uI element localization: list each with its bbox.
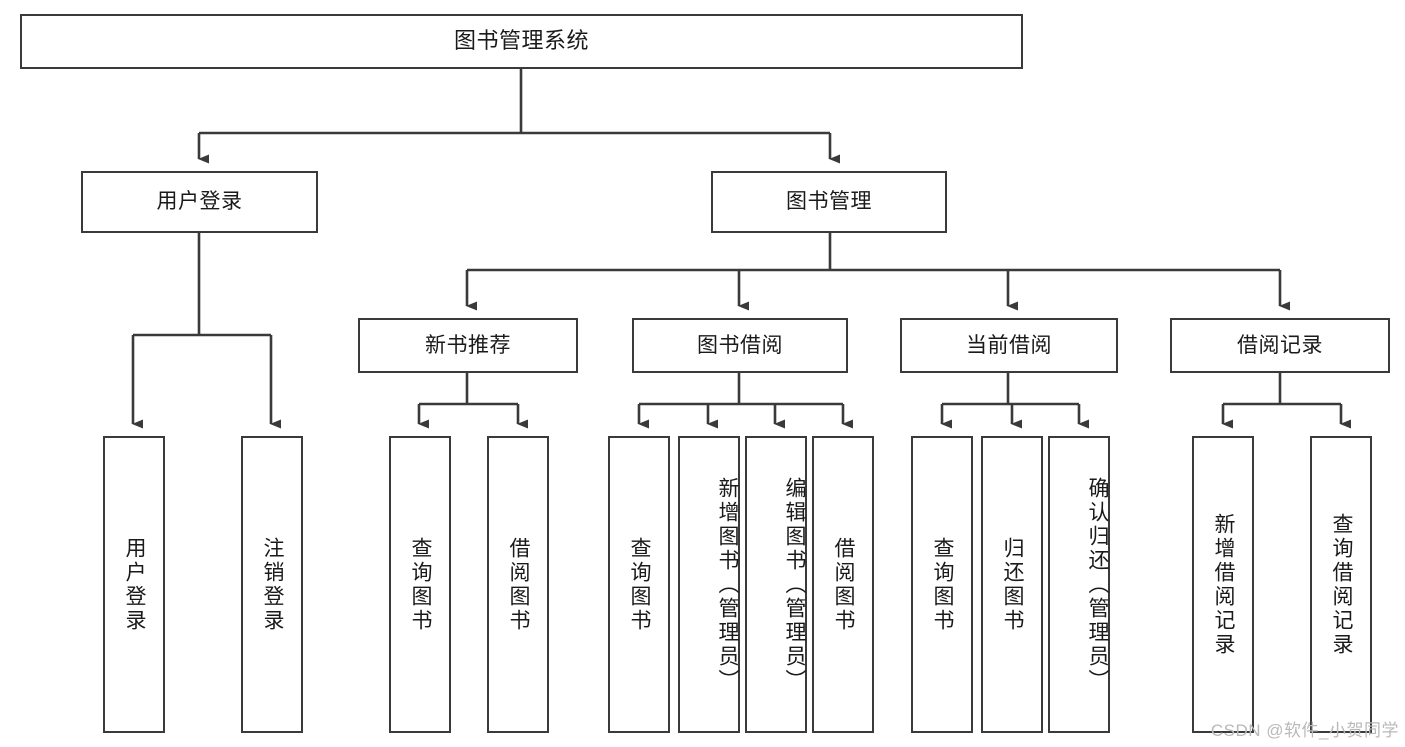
node-leaf-add-record[interactable]: 新增借阅记录 bbox=[1192, 436, 1254, 733]
node-borrow-record[interactable]: 借阅记录 bbox=[1170, 318, 1390, 373]
node-label: 图书管理系统 bbox=[453, 28, 589, 54]
node-leaf-query-book-2[interactable]: 查询图书 bbox=[608, 436, 670, 733]
node-root-book-management-system[interactable]: 图书管理系统 bbox=[20, 14, 1023, 69]
node-leaf-confirm-return[interactable]: 确认归还（管理员） bbox=[1048, 436, 1110, 733]
node-label: 查询图书 bbox=[409, 536, 433, 633]
node-new-book-rec[interactable]: 新书推荐 bbox=[358, 318, 578, 373]
node-label: 用户登录 bbox=[156, 190, 243, 214]
node-label: 借阅图书 bbox=[832, 536, 856, 633]
node-label: 新增借阅记录 bbox=[1212, 512, 1236, 657]
node-leaf-query-book-1[interactable]: 查询图书 bbox=[389, 436, 451, 733]
node-book-borrow[interactable]: 图书借阅 bbox=[632, 318, 848, 373]
node-user-login[interactable]: 用户登录 bbox=[81, 171, 318, 233]
node-current-borrow[interactable]: 当前借阅 bbox=[900, 318, 1118, 373]
node-label: 确认归还（管理员） bbox=[1086, 476, 1109, 693]
node-book-manage[interactable]: 图书管理 bbox=[711, 171, 947, 233]
node-label: 编辑图书（管理员） bbox=[783, 476, 806, 693]
node-leaf-add-book[interactable]: 新增图书（管理员） bbox=[678, 436, 740, 733]
node-leaf-query-book-3[interactable]: 查询图书 bbox=[911, 436, 973, 733]
node-label: 新增图书（管理员） bbox=[716, 476, 739, 693]
node-label: 借阅记录 bbox=[1237, 333, 1323, 357]
node-label: 注销登录 bbox=[261, 536, 285, 633]
node-label: 查询图书 bbox=[931, 536, 955, 633]
csdn-watermark: CSDN @软件_小贺同学 bbox=[1210, 721, 1399, 740]
node-label: 新书推荐 bbox=[425, 333, 511, 357]
node-leaf-user-login[interactable]: 用户登录 bbox=[103, 436, 165, 733]
node-label: 查询图书 bbox=[628, 536, 652, 633]
node-label: 归还图书 bbox=[1001, 536, 1025, 633]
node-leaf-edit-book[interactable]: 编辑图书（管理员） bbox=[745, 436, 807, 733]
node-label: 图书管理 bbox=[786, 190, 872, 214]
node-leaf-logout[interactable]: 注销登录 bbox=[241, 436, 303, 733]
node-leaf-query-record[interactable]: 查询借阅记录 bbox=[1310, 436, 1372, 733]
node-leaf-borrow-book-2[interactable]: 借阅图书 bbox=[812, 436, 874, 733]
node-label: 当前借阅 bbox=[966, 333, 1052, 357]
node-label: 用户登录 bbox=[123, 536, 147, 633]
node-leaf-borrow-book-1[interactable]: 借阅图书 bbox=[487, 436, 549, 733]
node-label: 借阅图书 bbox=[507, 536, 531, 633]
node-label: 图书借阅 bbox=[697, 333, 783, 357]
node-leaf-return-book[interactable]: 归还图书 bbox=[981, 436, 1043, 733]
node-label: 查询借阅记录 bbox=[1330, 512, 1354, 657]
